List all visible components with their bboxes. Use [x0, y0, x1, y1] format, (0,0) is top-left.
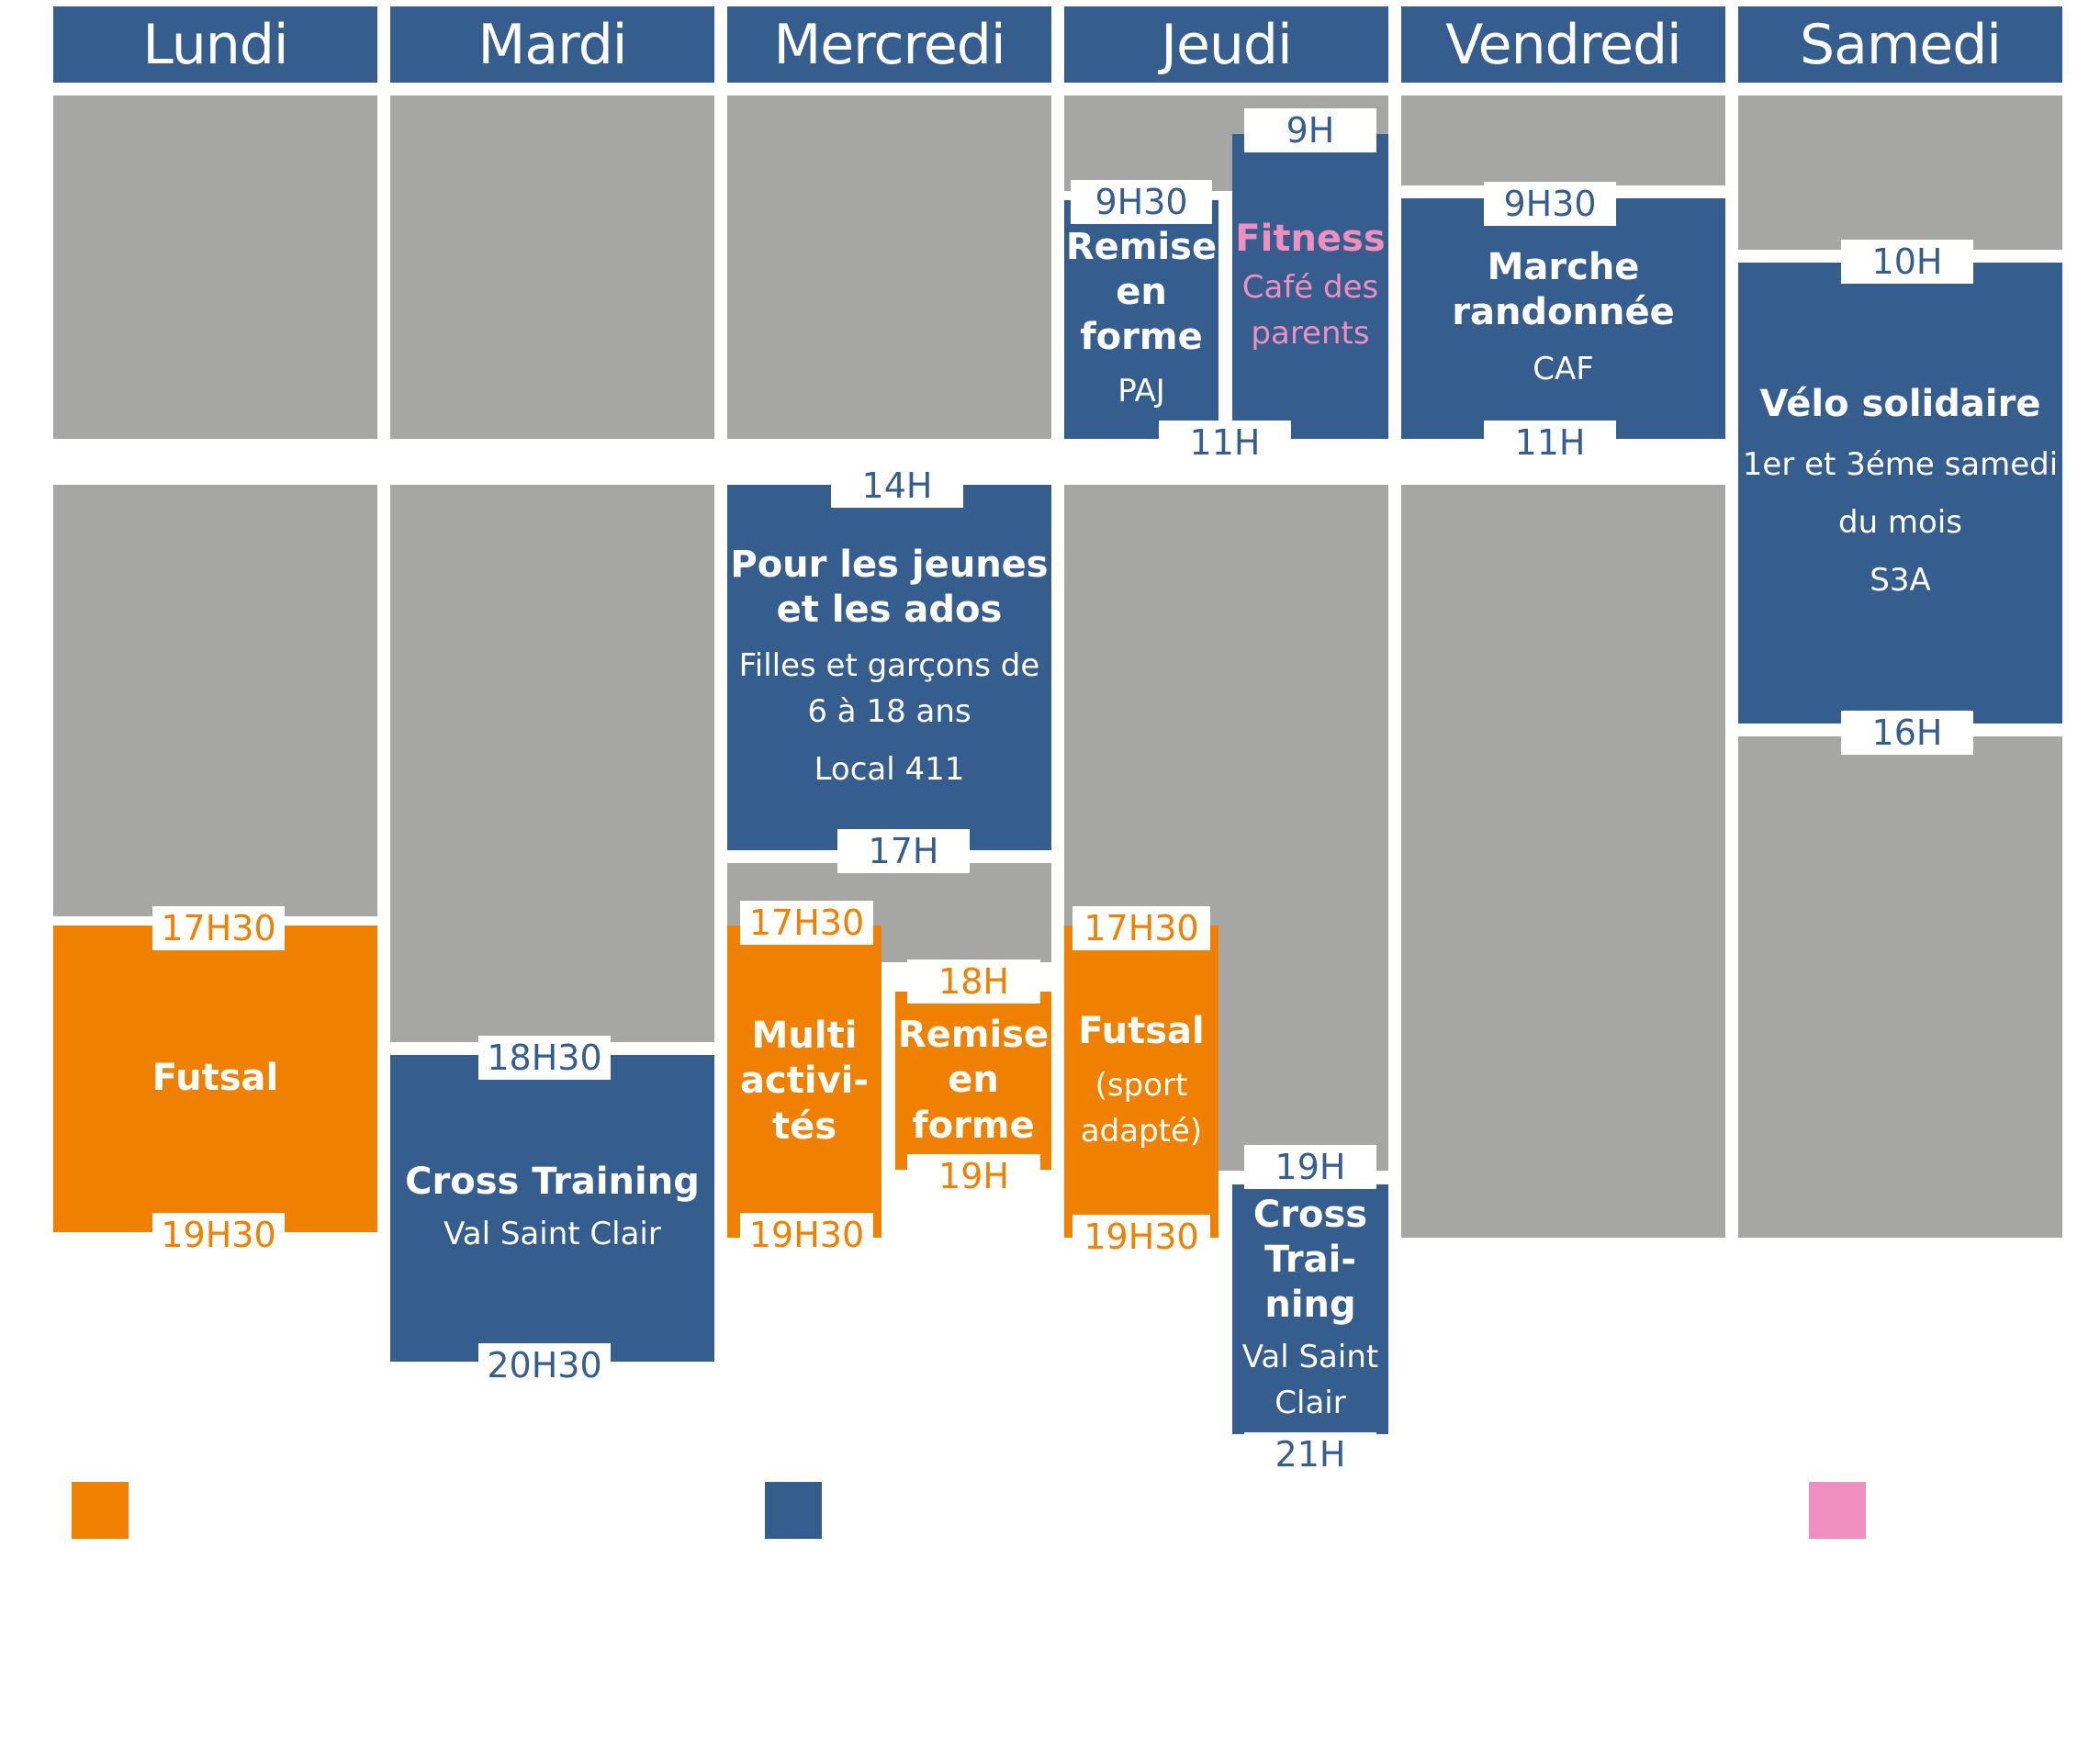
header-jeudi: Jeudi [1064, 6, 1388, 83]
activity-desc-line1: 1er et 3éme samedi [1742, 445, 2059, 483]
empty-slot-samedi-morning [1738, 95, 2062, 250]
empty-slot-vendredi-morning [1401, 95, 1725, 185]
empty-slot-vendredi-afternoon [1401, 485, 1725, 1238]
activity-jeudi-cross-training[interactable]: Cross Trai- ning Val Saint Clair [1232, 1184, 1388, 1434]
activity-mercredi-remise[interactable]: Remise en forme [895, 992, 1051, 1170]
activity-title-line2: en [1116, 270, 1167, 313]
empty-slot-lundi-afternoon [53, 485, 377, 916]
time-start-jeudi-remise: 9H30 [1071, 180, 1212, 224]
time-start-mercredi-remise: 18H [907, 959, 1040, 1004]
header-lundi: Lundi [53, 6, 377, 83]
activity-title-line3: forme [1080, 315, 1203, 358]
time-end-mardi-cross: 20H30 [478, 1343, 611, 1387]
activity-lundi-futsal[interactable]: Futsal [53, 926, 377, 1232]
activity-jeudi-futsal[interactable]: Futsal (sport adapté) [1064, 926, 1218, 1238]
legend-blue-swatch [765, 1482, 822, 1539]
time-start-lundi-futsal: 17H30 [152, 906, 285, 950]
time-start-samedi-velo: 10H [1841, 240, 1973, 284]
time-end-mercredi-multi: 19H30 [740, 1213, 873, 1257]
time-end-jeudi-cross: 21H [1244, 1432, 1376, 1476]
time-start-jeudi-fitness: 9H [1244, 108, 1376, 152]
activity-title-line2: activi- [740, 1060, 869, 1103]
activity-desc-line1: Filles et garçons de [738, 647, 1040, 685]
header-samedi: Samedi [1738, 6, 2062, 83]
activity-title-line1: Pour les jeunes [730, 543, 1049, 586]
activity-title-line2: Trai- [1264, 1239, 1356, 1282]
legend-pink-swatch [1809, 1482, 1866, 1539]
empty-slot-mercredi-morning [727, 95, 1051, 439]
time-end-vendredi-marche: 11H [1484, 421, 1616, 465]
empty-slot-samedi-afternoon [1738, 736, 2062, 1238]
time-start-jeudi-futsal: 17H30 [1072, 906, 1210, 950]
activity-title: Vélo solidaire [1759, 383, 2041, 426]
activity-place: Val Saint Clair [444, 1215, 661, 1252]
legend-orange-swatch [72, 1482, 129, 1539]
activity-title-line3: ning [1264, 1284, 1356, 1327]
activity-title-line2: en [948, 1059, 999, 1102]
activity-title-line1: Multi [751, 1015, 858, 1058]
time-end-jeudi-futsal: 19H30 [1072, 1215, 1210, 1259]
activity-title-line1: Remise [1065, 225, 1218, 268]
activity-title-line3: forme [912, 1104, 1035, 1147]
activity-title: Cross Training [405, 1160, 700, 1203]
activity-desc-line2: parents [1251, 314, 1370, 352]
time-end-samedi-velo: 16H [1841, 711, 1973, 755]
activity-title-line1: Cross [1252, 1193, 1368, 1236]
time-start-vendredi-marche: 9H30 [1484, 182, 1616, 226]
activity-jeudi-fitness[interactable]: Fitness Café des parents [1232, 134, 1388, 439]
activity-mercredi-multi[interactable]: Multi activi- tés [727, 926, 882, 1238]
activity-title-line1: Marche [1487, 246, 1640, 289]
empty-slot-mardi-morning [390, 95, 714, 439]
activity-place-line1: Val Saint [1241, 1339, 1379, 1376]
time-end-lundi-futsal: 19H30 [152, 1213, 285, 1257]
activity-place: S3A [1870, 562, 1931, 600]
activity-place: Local 411 [814, 750, 965, 788]
activity-place-line2: Clair [1275, 1384, 1346, 1421]
header-vendredi: Vendredi [1401, 6, 1725, 83]
empty-slot-mardi-afternoon [390, 485, 714, 1042]
activity-desc-line1: (sport [1095, 1067, 1188, 1105]
activity-title-line2: randonnée [1452, 291, 1675, 334]
activity-jeudi-remise[interactable]: Remise en forme PAJ [1064, 200, 1218, 439]
activity-title: Futsal [1078, 1010, 1205, 1053]
activity-desc-line2: adapté) [1080, 1112, 1203, 1150]
activity-place: PAJ [1117, 373, 1165, 410]
activity-title-line1: Remise [897, 1014, 1050, 1057]
empty-slot-lundi-morning [53, 95, 377, 439]
time-start-mercredi-multi: 17H30 [740, 901, 873, 945]
activity-title: Futsal [152, 1057, 279, 1100]
time-start-jeudi-cross: 19H [1244, 1145, 1376, 1189]
activity-title: Fitness [1235, 218, 1386, 261]
activity-samedi-velo[interactable]: Vélo solidaire 1er et 3éme samedi du moi… [1738, 263, 2062, 724]
time-end-mercredi-remise: 19H [907, 1154, 1040, 1198]
activity-desc-line2: du mois [1837, 503, 1963, 541]
activity-place: CAF [1533, 350, 1594, 387]
time-end-mercredi-jeunes: 17H [837, 829, 970, 873]
time-start-mardi-cross: 18H30 [478, 1036, 611, 1080]
header-mardi: Mardi [390, 6, 714, 83]
header-mercredi: Mercredi [727, 6, 1051, 83]
activity-desc-line2: 6 à 18 ans [807, 692, 971, 730]
activity-mercredi-jeunes[interactable]: Pour les jeunes et les ados Filles et ga… [727, 485, 1051, 850]
activity-mardi-cross-training[interactable]: Cross Training Val Saint Clair [390, 1055, 714, 1362]
activity-title-line3: tés [771, 1105, 837, 1148]
activity-title-line2: et les ados [776, 589, 1003, 632]
time-start-mercredi-jeunes: 14H [831, 464, 963, 508]
activity-vendredi-marche[interactable]: Marche randonnée CAF [1401, 198, 1725, 439]
activity-desc-line1: Café des [1241, 269, 1379, 307]
time-end-jeudi-morning: 11H [1159, 421, 1291, 465]
